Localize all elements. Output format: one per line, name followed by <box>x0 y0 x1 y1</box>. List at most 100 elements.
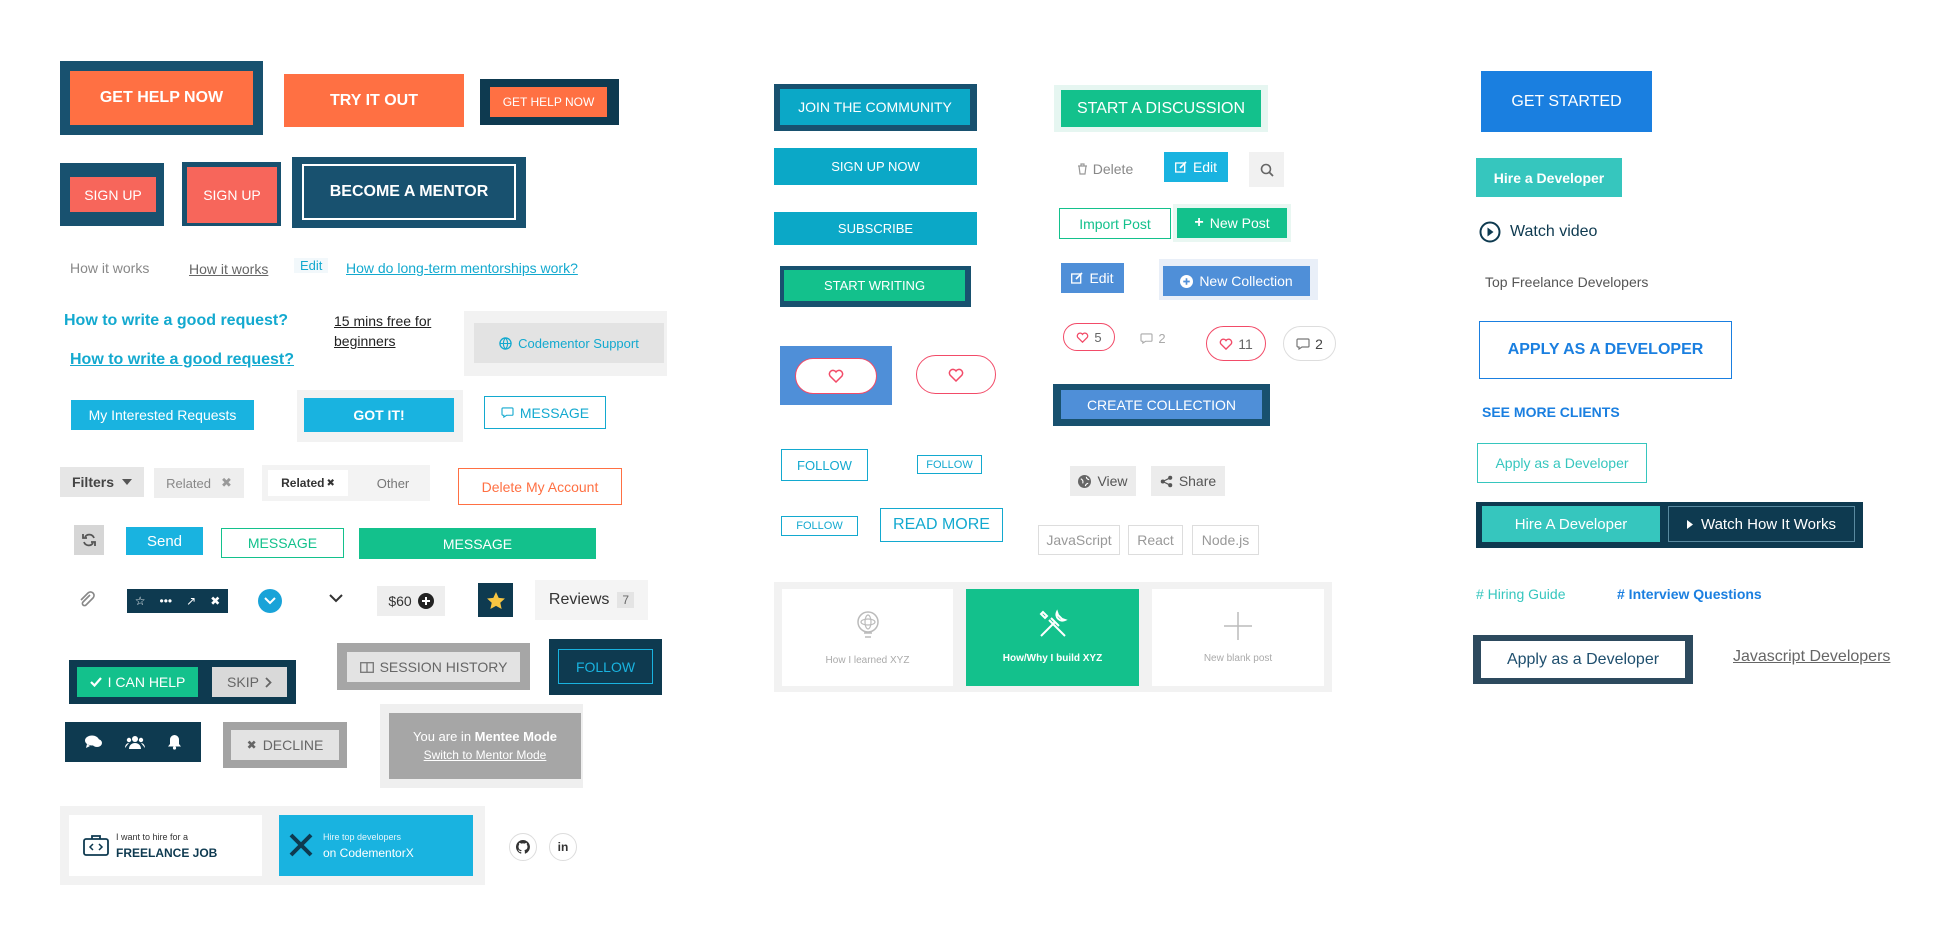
linkedin-icon[interactable]: in <box>549 833 577 861</box>
join-community-button[interactable]: JOIN THE COMMUNITY <box>780 89 970 125</box>
tag-javascript[interactable]: JavaScript <box>1038 525 1120 555</box>
how-it-works-text[interactable]: How it works <box>70 260 150 276</box>
comment-button-b[interactable]: 2 <box>1283 326 1336 361</box>
search-button[interactable] <box>1249 152 1284 187</box>
codementor-support-button[interactable]: Codementor Support <box>474 323 664 363</box>
heart-button-filled[interactable] <box>795 358 877 394</box>
hire-developer-button[interactable]: Hire a Developer <box>1476 158 1622 197</box>
switch-mode-link[interactable]: Switch to Mentor Mode <box>423 748 547 762</box>
good-request-link-b[interactable]: How to write a good request? <box>70 351 295 368</box>
start-discussion-button[interactable]: START A DISCUSSION <box>1061 90 1261 127</box>
message-green-button[interactable]: MESSAGE <box>359 528 596 559</box>
card-how-i-learned[interactable]: How I learned XYZ <box>782 589 953 686</box>
comment-button-a[interactable]: 2 <box>1135 327 1171 349</box>
freelance-job-card[interactable]: I want to hire for a FREELANCE JOB <box>69 815 262 876</box>
close-icon[interactable]: ✖ <box>220 475 232 490</box>
interview-questions-link[interactable]: # Interview Questions <box>1617 586 1762 602</box>
heart-icon <box>948 368 964 382</box>
follow-button-1[interactable]: FOLLOW <box>781 449 868 481</box>
reviews-button[interactable]: Reviews 7 <box>535 580 648 620</box>
tag-react[interactable]: React <box>1128 525 1183 555</box>
view-button[interactable]: View <box>1070 466 1136 496</box>
message-outline-button[interactable]: MESSAGE <box>484 396 606 429</box>
github-icon[interactable] <box>509 833 537 861</box>
chevron-down-icon[interactable] <box>329 594 343 603</box>
start-writing-button[interactable]: START WRITING <box>784 270 965 301</box>
delete-account-button[interactable]: Delete My Account <box>458 468 622 505</box>
import-post-button[interactable]: Import Post <box>1059 208 1171 239</box>
decline-button[interactable]: ✖ DECLINE <box>231 730 339 760</box>
edit-icon <box>1174 161 1187 173</box>
edit-button[interactable]: Edit <box>1164 152 1228 182</box>
i-can-help-button[interactable]: I CAN HELP <box>77 667 198 697</box>
heart-button-outline[interactable] <box>916 355 996 394</box>
close-icon[interactable]: ✖ <box>210 594 221 608</box>
fifteen-mins-free-link[interactable]: 15 mins free for beginners <box>334 313 432 349</box>
related-tag[interactable]: Related ✖ <box>154 468 244 498</box>
card-new-blank-post[interactable]: New blank post <box>1152 589 1324 686</box>
filters-dropdown[interactable]: Filters <box>60 467 144 497</box>
close-icon[interactable]: ✖ <box>326 477 335 489</box>
codementorx-card[interactable]: Hire top developers on CodementorX <box>279 815 473 876</box>
new-collection-button[interactable]: New Collection <box>1163 266 1310 296</box>
skip-button[interactable]: SKIP <box>212 667 287 697</box>
chat-bubbles-icon[interactable] <box>84 735 103 749</box>
sign-up-button-b[interactable]: SIGN UP <box>187 167 277 223</box>
refresh-button[interactable] <box>74 525 104 555</box>
got-it-button[interactable]: GOT IT! <box>304 398 454 432</box>
edit-link[interactable]: Edit <box>294 258 329 273</box>
tag-nodejs[interactable]: Node.js <box>1192 525 1259 555</box>
follow-button-2[interactable]: FOLLOW <box>917 455 982 474</box>
apply-developer-outline-button[interactable]: Apply as a Developer <box>1477 443 1647 483</box>
card-how-why-build[interactable]: How/Why I build XYZ <box>966 589 1139 686</box>
other-tab[interactable]: Other <box>376 475 410 491</box>
get-help-now-button[interactable]: GET HELP NOW <box>70 71 253 125</box>
long-term-mentorship-link[interactable]: How do long-term mentorships work? <box>346 260 578 276</box>
javascript-developers-link[interactable]: Javascript Developers <box>1733 648 1891 665</box>
become-mentor-button[interactable]: BECOME A MENTOR <box>302 164 516 220</box>
users-icon[interactable] <box>124 735 145 749</box>
message-outline-green-button[interactable]: MESSAGE <box>221 528 344 558</box>
star-outline-icon[interactable]: ☆ <box>134 594 146 608</box>
new-post-button[interactable]: + New Post <box>1177 208 1287 238</box>
see-more-clients-link[interactable]: SEE MORE CLIENTS <box>1482 404 1620 420</box>
hire-a-developer-button[interactable]: Hire A Developer <box>1482 506 1660 542</box>
try-it-out-button[interactable]: TRY IT OUT <box>284 74 464 127</box>
edit-blue-button[interactable]: Edit <box>1061 263 1124 293</box>
related-tab[interactable]: Related ✖ <box>268 470 348 496</box>
related-tab-label: Related <box>281 476 325 490</box>
session-history-button[interactable]: SESSION HISTORY <box>347 652 520 682</box>
top-freelance-developers: Top Freelance Developers <box>1485 274 1649 290</box>
my-interested-requests-button[interactable]: My Interested Requests <box>71 400 254 430</box>
create-collection-button[interactable]: CREATE COLLECTION <box>1061 390 1262 419</box>
sign-up-now-button[interactable]: SIGN UP NOW <box>774 148 977 185</box>
good-request-link-a[interactable]: How to write a good request? <box>64 312 289 329</box>
bell-icon[interactable] <box>167 734 182 750</box>
star-button[interactable] <box>478 583 513 617</box>
sign-up-button-a[interactable]: SIGN UP <box>70 177 156 212</box>
watch-how-it-works-button[interactable]: Watch How It Works <box>1668 506 1855 542</box>
like-button-a[interactable]: 5 <box>1063 323 1115 351</box>
like-button-b[interactable]: 11 <box>1206 326 1266 361</box>
apply-developer-dark-button[interactable]: Apply as a Developer <box>1481 641 1685 678</box>
get-help-now-small-button[interactable]: GET HELP NOW <box>490 87 607 117</box>
price-badge[interactable]: $60 <box>377 586 445 616</box>
hiring-guide-link[interactable]: # Hiring Guide <box>1476 586 1566 602</box>
apply-developer-large-button[interactable]: APPLY AS A DEVELOPER <box>1479 321 1732 379</box>
read-more-button[interactable]: READ MORE <box>880 508 1003 542</box>
how-it-works-link[interactable]: How it works <box>189 261 269 277</box>
follow-button-3[interactable]: FOLLOW <box>781 516 858 536</box>
more-icon[interactable]: ••• <box>159 594 173 608</box>
plus-circle-icon[interactable] <box>417 593 434 609</box>
subscribe-button[interactable]: SUBSCRIBE <box>774 212 977 245</box>
send-button[interactable]: Send <box>126 527 203 555</box>
delete-button[interactable]: Delete <box>1070 155 1140 183</box>
paperclip-icon[interactable] <box>78 591 96 609</box>
watch-video-link[interactable]: Watch video <box>1479 221 1597 243</box>
share-button[interactable]: Share <box>1151 466 1225 496</box>
get-started-button[interactable]: GET STARTED <box>1481 71 1652 132</box>
chevron-down-circle-icon[interactable] <box>258 589 282 613</box>
expand-icon[interactable]: ↗ <box>186 594 197 608</box>
follow-dark-button[interactable]: FOLLOW <box>558 649 653 684</box>
become-mentor-frame <box>292 157 526 228</box>
